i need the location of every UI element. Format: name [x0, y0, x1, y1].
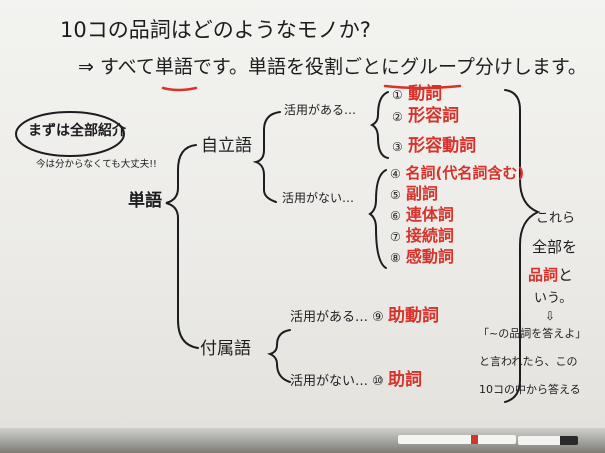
pos-name: 助動詞	[387, 306, 439, 326]
pos-number: ②	[392, 110, 403, 124]
summary-pos-word: 品詞	[528, 266, 559, 284]
pos-number: ④	[390, 167, 401, 181]
pos-item: ③ 形容動詞	[392, 138, 476, 155]
pos-item: 活用がある… ⑨ 助動詞	[290, 308, 439, 325]
independent-label: 自立語	[201, 136, 252, 156]
dependent-non-conjugating-label: 活用がない…	[290, 374, 369, 389]
pos-number: ⑩	[372, 374, 384, 389]
independent-non-conjugating-label: 活用がない…	[282, 191, 355, 205]
root-word: 単語	[128, 191, 162, 211]
pos-name: 動詞	[408, 84, 443, 104]
pos-name: 形容動詞	[408, 136, 477, 156]
summary-line4: いう。	[534, 291, 573, 306]
pos-item: ⑧ 感動詞	[390, 249, 454, 265]
down-arrow-icon: ⇩	[545, 309, 556, 323]
pos-item: ② 形容詞	[392, 108, 459, 125]
pos-name: 副詞	[405, 184, 438, 203]
summary-instruction2: 10コの中から答える	[479, 383, 581, 396]
pos-name: 接続詞	[405, 226, 454, 245]
pos-item: ⑦ 接続詞	[390, 228, 454, 244]
dependent-label: 付属語	[200, 339, 251, 359]
pos-number: ③	[392, 140, 403, 154]
pos-item: ⑥ 連体詞	[390, 207, 454, 223]
summary-question: 「~の品詞を答えよ」	[478, 327, 587, 340]
marker-pen-red	[398, 435, 516, 444]
pos-number: ⑥	[390, 209, 401, 223]
board-subtitle: ⇒ すべて単語です。単語を役割ごとにグループ分けします。	[78, 56, 587, 78]
pos-name: 名詞(代名詞含む)	[405, 164, 525, 182]
callout-title: まずは全部紹介	[28, 123, 126, 139]
pos-name: 形容詞	[408, 106, 460, 126]
summary-line1: これら	[536, 211, 576, 226]
summary-line2: 全部を	[532, 238, 578, 256]
pos-number: ⑧	[390, 251, 401, 265]
pos-number: ⑤	[390, 188, 401, 202]
pos-item: ⑤ 副詞	[390, 186, 438, 202]
summary-particle: と	[558, 266, 574, 284]
dependent-conjugating-label: 活用がある…	[290, 310, 369, 325]
summary-line3: 品詞と	[528, 268, 573, 283]
independent-conjugating-label: 活用がある…	[284, 103, 357, 117]
pos-name: 助詞	[387, 370, 422, 390]
pos-item: 活用がない… ⑩ 助詞	[290, 372, 422, 389]
pos-item: ④ 名詞(代名詞含む)	[390, 166, 524, 181]
pos-name: 連体詞	[405, 205, 454, 224]
callout-note: 今は分からなくても大丈夫!!	[36, 159, 157, 170]
pos-number: ⑦	[390, 230, 401, 244]
marker-pen-black	[518, 436, 578, 445]
pos-number: ⑨	[372, 310, 384, 325]
board-title: 10コの品詞はどのようなモノか?	[60, 18, 371, 42]
pos-item: ① 動詞	[392, 86, 442, 103]
pos-number: ①	[392, 88, 403, 102]
summary-instruction1: と言われたら、この	[479, 355, 578, 368]
pos-name: 感動詞	[405, 247, 454, 266]
